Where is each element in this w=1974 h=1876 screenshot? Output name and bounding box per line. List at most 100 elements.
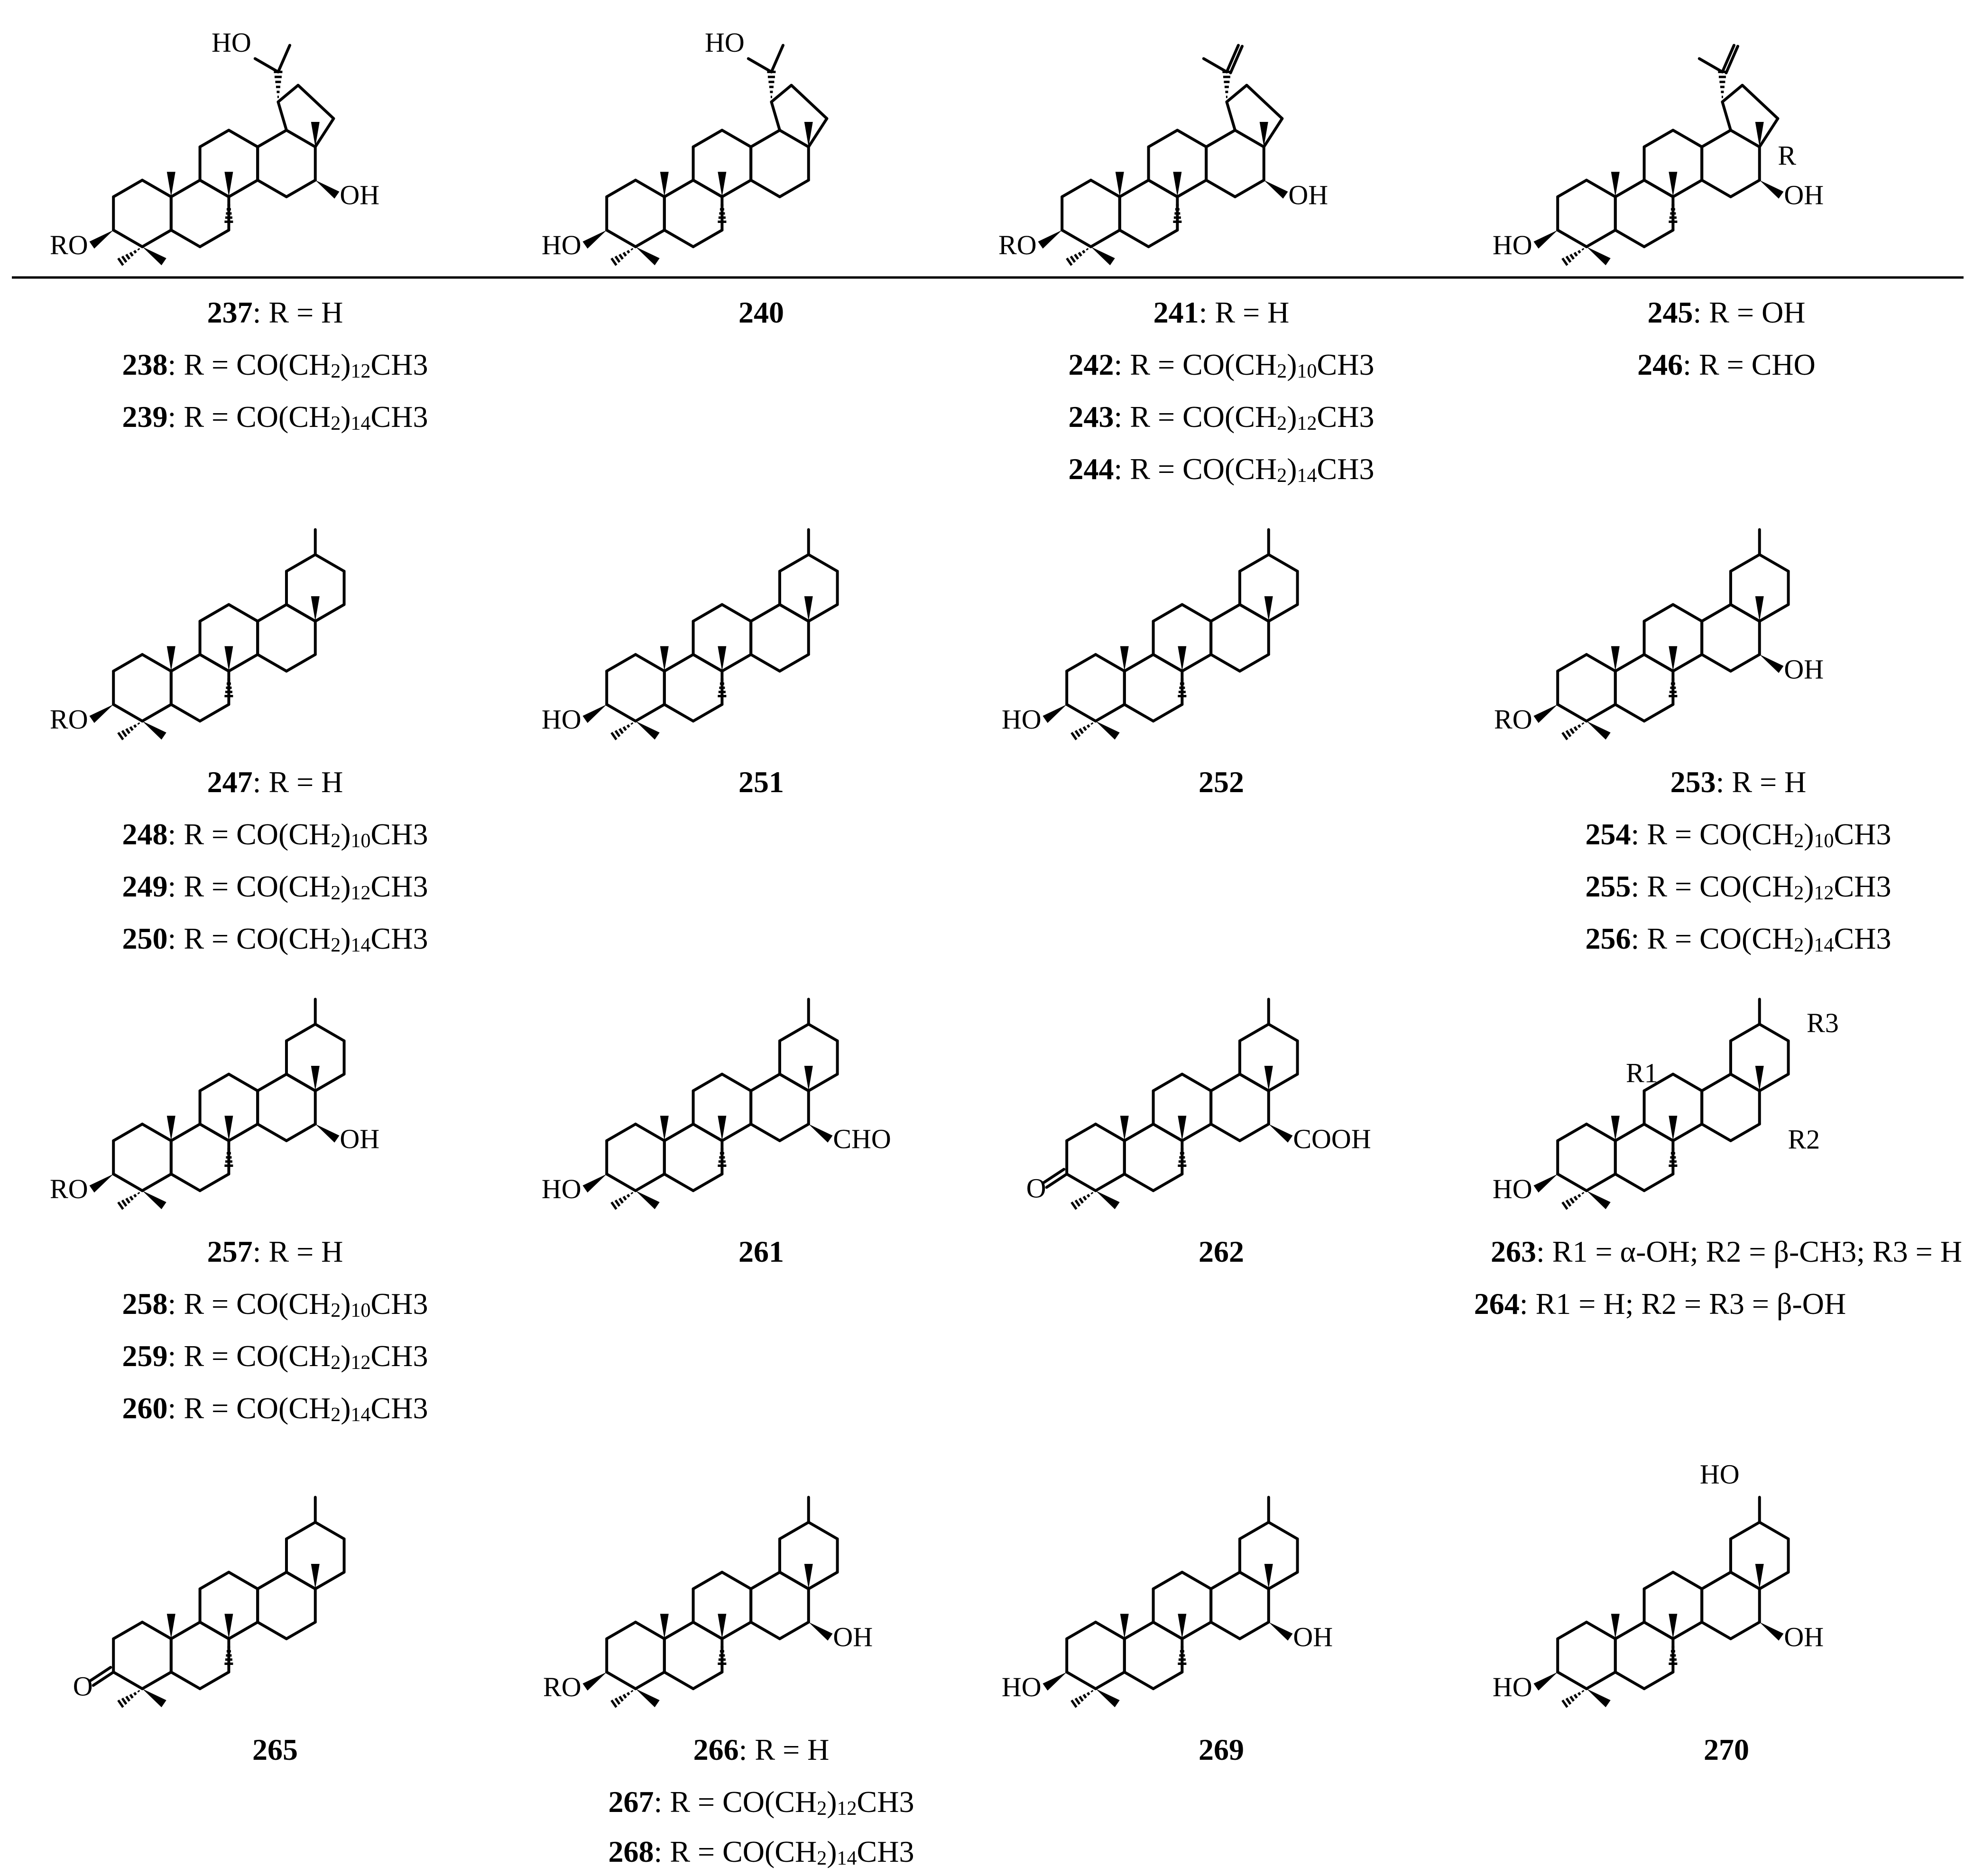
ring-bond [314, 603, 346, 623]
c3-substituent-label: RO [543, 1672, 581, 1702]
hash-mark [1079, 1695, 1084, 1702]
hash-mark [1074, 730, 1081, 738]
isopropenyl-double-bond [1725, 45, 1739, 74]
isopropenyl-double-bond [1229, 45, 1244, 74]
ring-bond [112, 1173, 144, 1192]
ring-bond [1123, 1620, 1155, 1640]
ring-bond [720, 1072, 753, 1092]
ring-bond [1238, 553, 1270, 573]
ring-bond [1729, 603, 1761, 623]
ring-bond [1233, 178, 1265, 198]
ring-bond [1758, 553, 1790, 573]
hash-mark [1573, 251, 1578, 257]
caption-268: 268: R = CO(CH2)14CH3 [608, 1835, 914, 1869]
ring-bond [1094, 1671, 1126, 1691]
ring-bond [605, 1173, 637, 1192]
hash-mark [1087, 1193, 1090, 1198]
c3-substituent-label: RO [50, 704, 88, 735]
hash-mark [1565, 255, 1572, 263]
c3-substituent-label: RO [50, 230, 88, 260]
ring-bond [807, 1072, 839, 1092]
ring-bond [1671, 653, 1704, 673]
methyl-wedge [1669, 172, 1678, 197]
hash-mark [1079, 728, 1084, 734]
hash-mark [121, 1199, 128, 1207]
ring-bond [314, 1072, 346, 1092]
ring-bond [198, 1620, 231, 1640]
hash-mark [618, 1197, 624, 1204]
c16-oxygen-wedge [1268, 1124, 1293, 1143]
ring-bond [778, 1072, 810, 1092]
c16-oxygen-wedge [808, 1124, 833, 1143]
c3-oxygen-wedge [89, 230, 114, 249]
ring-bond [1556, 1122, 1588, 1142]
hash-mark [1079, 1197, 1084, 1204]
hash-mark [133, 724, 137, 728]
hash-mark [1090, 722, 1094, 725]
ring-bond [1094, 653, 1126, 673]
gem-methyl-wedge [1091, 247, 1115, 266]
hash-mark [1565, 730, 1572, 738]
methyl-wedge [1611, 1614, 1620, 1639]
ring-bond [807, 1571, 839, 1590]
ring-bond [1267, 1072, 1299, 1092]
hash-mark [1087, 724, 1090, 728]
ring-bond [663, 1620, 695, 1640]
ring-bond [1123, 1122, 1155, 1142]
ring-bond [1123, 653, 1155, 673]
structure-265: O [73, 1496, 346, 1708]
ring-bond [1065, 1620, 1097, 1640]
gem-methyl-hash [1066, 248, 1089, 266]
hash-mark [1074, 253, 1079, 260]
methyl-hash [224, 1642, 233, 1665]
ring-bond [285, 553, 317, 573]
hash-mark [1573, 1693, 1578, 1699]
caption-249: 249: R = CO(CH2)12CH3 [122, 869, 428, 904]
hash-mark [618, 253, 624, 260]
methyl-wedge [1259, 121, 1268, 147]
bond [1225, 83, 1248, 103]
caption-255: 255: R = CO(CH2)12CH3 [1585, 869, 1891, 904]
methyl-wedge [1178, 1116, 1187, 1141]
gem-methyl-hash [610, 722, 634, 740]
ring-bond [1700, 653, 1732, 673]
c3-oxygen-wedge [1533, 230, 1558, 249]
hash-mark [137, 1192, 140, 1195]
hash-mark [1070, 1699, 1078, 1708]
ring-bond [778, 1521, 810, 1541]
ring-bond [1267, 1521, 1299, 1541]
c3-substituent-label: HO [542, 230, 581, 260]
ring-bond [256, 653, 288, 673]
gem-methyl-wedge [636, 1689, 660, 1708]
caption-248: 248: R = CO(CH2)10CH3 [122, 817, 428, 852]
bond [1721, 100, 1732, 132]
c16-oxygen-wedge [315, 180, 340, 199]
ring-bond [1614, 703, 1646, 723]
caption-264: 264: R1 = H; R2 = R3 = β-OH [1474, 1287, 1846, 1321]
methyl-wedge [1178, 1614, 1187, 1639]
ring-bond [1267, 553, 1299, 573]
ring-bond [692, 1620, 724, 1640]
isopropenyl-bond [1202, 57, 1228, 74]
ring-bond [778, 178, 810, 198]
bond [770, 100, 781, 132]
ring-bond [1729, 1023, 1761, 1043]
side-substituent-label: OH [1288, 180, 1328, 211]
methyl-wedge [1669, 646, 1678, 671]
side-substituent-label: OH [1293, 1622, 1333, 1653]
ring-bond [256, 1072, 288, 1092]
ring-bond [1152, 1620, 1184, 1640]
hash-mark [129, 1693, 134, 1699]
caption-253: 253: R = H [1670, 765, 1807, 799]
ring-bond [112, 1122, 144, 1142]
hash-mark [614, 730, 621, 738]
ring-bond [692, 1122, 724, 1142]
ketone-o-label: O [73, 1671, 93, 1701]
hash-mark [1561, 257, 1568, 266]
side-substituent-label: OH [340, 1124, 379, 1155]
c3-oxygen-wedge [1038, 230, 1062, 249]
ring-bond [285, 178, 317, 198]
methyl-hash [1669, 1144, 1678, 1167]
